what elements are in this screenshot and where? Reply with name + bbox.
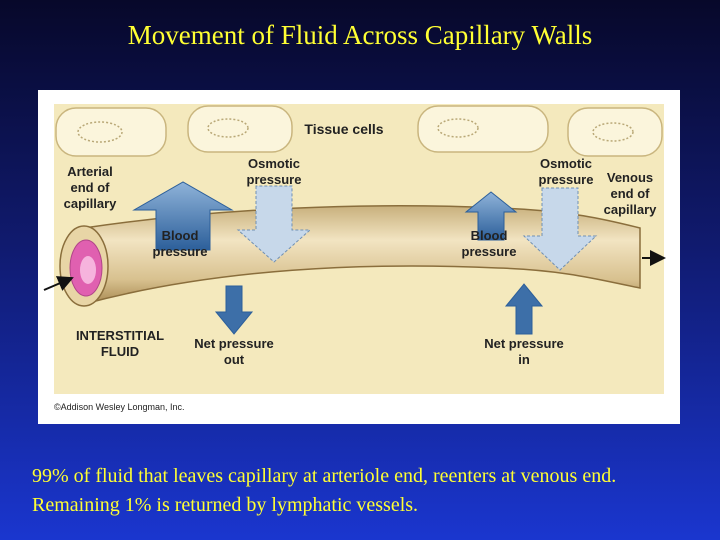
blood-in-arrow (43, 276, 74, 291)
svg-text:Blood: Blood (162, 228, 199, 243)
tissue-cells-label: Tissue cells (304, 121, 383, 137)
interstitial-fluid-label: INTERSTITIAL FLUID (76, 328, 164, 359)
slide-title: Movement of Fluid Across Capillary Walls (127, 20, 593, 50)
svg-text:end of: end of (611, 186, 651, 201)
svg-text:FLUID: FLUID (101, 344, 139, 359)
svg-text:pressure: pressure (539, 172, 594, 187)
svg-text:Net pressure: Net pressure (484, 336, 563, 351)
svg-text:capillary: capillary (604, 202, 658, 217)
svg-text:capillary: capillary (64, 196, 118, 211)
osmotic-pressure-arrow-right (522, 187, 598, 271)
venous-end-label: Venous end of capillary (604, 170, 658, 217)
arterial-end-label: Arterial end of capillary (64, 164, 118, 211)
capillary-diagram: Tissue cells Arterial end of capillary O… (38, 90, 680, 424)
svg-text:pressure: pressure (247, 172, 302, 187)
slide-caption: 99% of fluid that leaves capillary at ar… (32, 465, 617, 516)
svg-text:pressure: pressure (153, 244, 208, 259)
osmotic-pressure-label-right: Osmotic pressure (539, 156, 594, 187)
net-pressure-in-arrow (504, 283, 544, 335)
svg-text:Arterial: Arterial (67, 164, 113, 179)
blood-pressure-arrow-right (464, 191, 518, 241)
osmotic-pressure-arrow-left (236, 185, 312, 263)
svg-text:Net pressure: Net pressure (194, 336, 273, 351)
svg-text:pressure: pressure (462, 244, 517, 259)
net-pressure-in-label: Net pressure in (484, 336, 563, 367)
diagram-canvas: Tissue cells Arterial end of capillary O… (43, 104, 666, 412)
capillary-lumen (59, 225, 109, 307)
blood-pressure-label-left: Blood pressure (153, 228, 208, 259)
svg-text:Osmotic: Osmotic (248, 156, 300, 171)
svg-text:in: in (518, 352, 530, 367)
net-pressure-out-arrow (214, 285, 254, 335)
osmotic-pressure-label-left: Osmotic pressure (247, 156, 302, 187)
copyright-notice: ©Addison Wesley Longman, Inc. (54, 402, 185, 412)
svg-text:Osmotic: Osmotic (540, 156, 592, 171)
svg-text:out: out (224, 352, 245, 367)
blood-pressure-arrow-left (132, 181, 234, 251)
svg-text:Venous: Venous (607, 170, 653, 185)
svg-text:INTERSTITIAL: INTERSTITIAL (76, 328, 164, 343)
svg-text:end of: end of (71, 180, 111, 195)
net-pressure-out-label: Net pressure out (194, 336, 273, 367)
tissue-cells (55, 105, 663, 157)
svg-text:Blood: Blood (471, 228, 508, 243)
blood-pressure-label-right: Blood pressure (462, 228, 517, 259)
